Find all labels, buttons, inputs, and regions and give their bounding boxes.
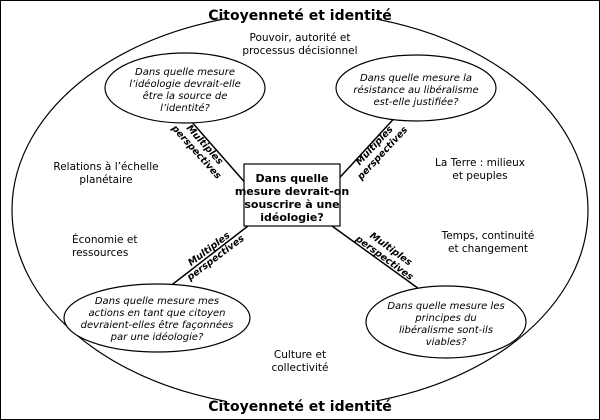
question-line: principes du [414,313,476,324]
question-line: Dans quelle mesure les [387,301,504,312]
center-question-line-3: souscrire à une [244,198,339,211]
strand-top: Pouvoir, autorité et processus décisionn… [242,32,357,57]
strand-line: Pouvoir, autorité et [250,32,351,44]
strand-line: Relations à l’échelle [53,161,158,173]
question-bottom-right: Dans quelle mesure les principes du libé… [365,285,527,359]
title-top-bg [226,4,376,24]
strand-right-upper: La Terre : milieux et peuples [435,157,525,182]
center-question-line-1: Dans quelle [256,172,329,185]
strand-line: La Terre : milieux [435,157,525,169]
question-line: est-elle justifiée? [373,96,459,108]
strand-left-lower: Économie et ressources [72,233,137,259]
spoke-top-right [331,111,401,187]
question-line: Dans quelle mesure [135,67,235,78]
strand-line: collectivité [271,362,328,374]
question-oval [365,285,527,359]
spoke-bottom-left [159,225,249,295]
question-line: par une idéologie? [110,331,204,343]
title-top: Citoyenneté et identité [208,8,392,24]
strand-right-lower: Temps, continuité et changement [441,230,535,255]
spoke-bottom-right [331,225,427,295]
strand-line: Économie et [72,233,137,246]
question-oval [104,52,266,124]
question-line: l’idéologie devrait-elle [129,78,241,90]
center-question-line-2: mesure devrait-on [235,185,349,198]
question-line: l’identité? [160,102,210,114]
question-line: actions en tant que citoyen [88,308,225,319]
question-oval [63,283,251,353]
question-line: devraient-elles être façonnées [81,319,234,331]
question-line: libéralisme sont-ils [399,324,493,336]
question-top-right: Dans quelle mesure la résistance au libé… [335,54,497,122]
strand-line: Culture et [274,349,326,361]
strand-line: ressources [72,247,128,259]
title-bottom-bg [226,396,376,416]
strand-line: et changement [448,243,528,255]
strand-left-upper: Relations à l’échelle planétaire [53,161,158,186]
question-line: Dans quelle mesure mes [95,296,219,307]
strand-line: et peuples [452,170,507,182]
center-question-line-4: idéologie? [260,211,323,224]
center-box [243,163,341,227]
question-line: viables? [426,337,467,348]
question-line: résistance au libéralisme [353,84,478,96]
question-line: être la source de [143,90,228,102]
title-bottom: Citoyenneté et identité [208,399,392,415]
question-bottom-left: Dans quelle mesure mes actions en tant q… [63,283,251,353]
question-line: Dans quelle mesure la [360,73,472,84]
question-top-left: Dans quelle mesure l’idéologie devrait-e… [104,52,266,124]
strand-line: Temps, continuité [441,230,535,242]
strand-line: processus décisionnel [242,45,357,57]
strand-line: planétaire [79,174,132,186]
strand-bottom: Culture et collectivité [271,349,328,374]
question-oval [335,54,497,122]
